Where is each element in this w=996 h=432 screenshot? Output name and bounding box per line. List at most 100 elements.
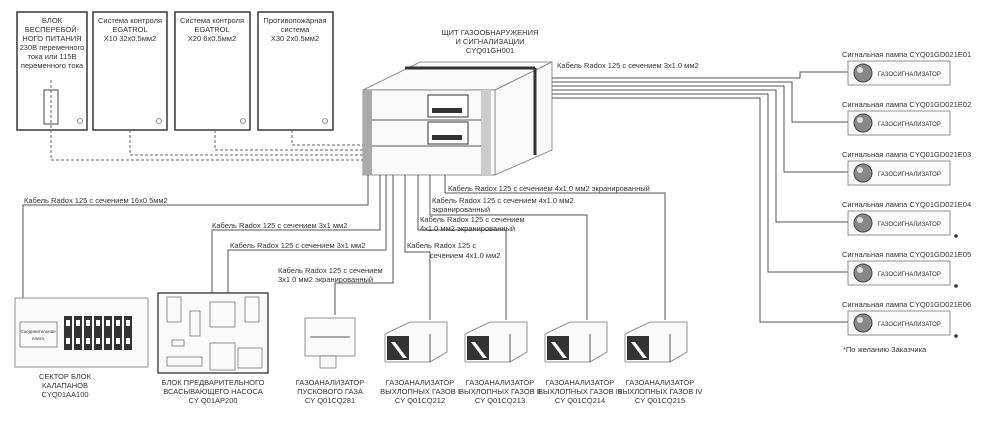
- ups-label: БЕСПЕРЕБОЙ-: [25, 25, 80, 34]
- panel-label: И СИГНАЛИЗАЦИИ: [455, 37, 524, 46]
- valve-window: [76, 320, 80, 326]
- valve-window: [86, 338, 90, 344]
- cable-label-start-gas: Кабель Radox 125 с сечением: [278, 266, 383, 275]
- plate-label: Соединительная: [20, 329, 56, 334]
- valve-block: [64, 316, 72, 350]
- cable-label-pump: Кабель Radox 125 с сечением 3x1 мм2: [212, 221, 347, 230]
- lamp-text: ГАЗОСИГНАЛИЗАТОР: [878, 222, 941, 228]
- device-label: ГАЗОАНАЛИЗАТОР: [386, 378, 455, 387]
- lamp-bulb-icon: [853, 163, 873, 183]
- device-label: ГАЗОАНАЛИЗАТОР: [546, 378, 615, 387]
- valve-block: [94, 316, 102, 350]
- signal-lamp: Сигнальная лампа CYQ01GD021E05ГАЗОСИГНАЛ…: [842, 250, 971, 288]
- plate-label: плата: [32, 336, 44, 341]
- lamp-highlight: [857, 317, 863, 323]
- cable-label-exhaust: Кабель Radox 125 с сечением 4x1.0 мм2 эк…: [448, 184, 650, 193]
- box-label: X20 6x0.5мм2: [188, 34, 236, 43]
- valve-window: [96, 320, 100, 326]
- lamp-cable: [552, 71, 848, 79]
- valve-window: [96, 338, 100, 344]
- analyzer-gland: [319, 355, 337, 369]
- valve-window: [106, 320, 110, 326]
- cable-label-exhaust: сечением 4x1.0 мм2: [430, 251, 500, 260]
- lamp-highlight: [857, 117, 863, 123]
- valve-sector: Соединительная плата СЕКТОР БЛОК КАЛАПАН…: [14, 297, 149, 399]
- lamp-label: Сигнальная лампа CYQ01GD021E04: [842, 200, 971, 209]
- ups-label: БЛОК: [42, 16, 63, 25]
- fire-system-box: Противопожарная система X30 2x0.5мм2: [257, 11, 334, 131]
- cable-label-exhaust: Кабель Radox 125 с сечением 4x1.0 мм2: [432, 196, 574, 205]
- lamp-text: ГАЗОСИГНАЛИЗАТОР: [878, 322, 941, 328]
- valve-block: [104, 316, 112, 350]
- device-label: CYQ01AA100: [41, 390, 88, 399]
- lamp-label: Сигнальная лампа CYQ01GD021E03: [842, 150, 971, 159]
- ups-label: тока или 115В: [27, 52, 76, 61]
- cable-label-exhaust: 4x1.0 мм2 экранированный: [420, 224, 515, 233]
- lamp-bulb-icon: [853, 213, 873, 233]
- device-label: CY Q01CQ213: [475, 396, 525, 405]
- lamp-cable: [552, 89, 848, 223]
- lamp-cable: [552, 85, 848, 173]
- device-label: ВСАСЫВАЮЩЕГО НАСОСА: [163, 387, 262, 396]
- lamp-bulb-icon: [853, 113, 873, 133]
- valve-window: [76, 338, 80, 344]
- signal-lamp: Сигнальная лампа CYQ01GD021E01ГАЗОСИГНАЛ…: [842, 50, 971, 86]
- screw-icons: [77, 118, 328, 124]
- cable-label-exhaust: экранированный: [432, 205, 490, 214]
- cable-label-lamps: Кабель Radox 125 с сечением 3x1.0 мм2: [557, 61, 699, 70]
- lamp-text: ГАЗОСИГНАЛИЗАТОР: [878, 122, 941, 128]
- valve-window: [116, 320, 120, 326]
- valve-block: [74, 316, 82, 350]
- device-label: ПУСКОВОГО ГАЗА: [297, 387, 363, 396]
- device-label: ВЫХЛОПНЫХ ГАЗОВ I: [380, 387, 460, 396]
- lamp-highlight: [857, 267, 863, 273]
- device-label: CY Q01CQ212: [395, 396, 445, 405]
- signal-lamp: Сигнальная лампа CYQ01GD021E04ГАЗОСИГНАЛ…: [842, 200, 971, 238]
- device-label: CY Q01AP200: [188, 396, 237, 405]
- box-label: Система контроля: [98, 16, 162, 25]
- valve-window: [126, 320, 130, 326]
- lamp-cable: [552, 93, 848, 273]
- valve-window: [126, 338, 130, 344]
- signal-lamps: Сигнальная лампа CYQ01GD021E01ГАЗОСИГНАЛ…: [842, 50, 971, 338]
- lamp-text: ГАЗОСИГНАЛИЗАТОР: [878, 172, 941, 178]
- ups-box: БЛОК БЕСПЕРЕБОЙ- НОГО ПИТАНИЯ 230В перем…: [16, 11, 88, 131]
- valve-window: [66, 320, 70, 326]
- lamp-label: Сигнальная лампа CYQ01GD021E05: [842, 250, 971, 259]
- device-label: ГАЗОАНАЛИЗАТОР: [466, 378, 535, 387]
- bottom-cables: [22, 175, 666, 320]
- lamp-bulb-icon: [853, 313, 873, 333]
- box-label: EGATROL: [112, 25, 147, 34]
- lamp-text: ГАЗОСИГНАЛИЗАТОР: [878, 272, 941, 278]
- box-label: Система контроля: [180, 16, 244, 25]
- egatrol-x20-box: Система контроля EGATROL X20 6x0.5мм2: [174, 11, 251, 131]
- cable-label-exhaust: Кабель Radox 125 с сечением: [420, 215, 525, 224]
- lamp-bulb-icon: [853, 263, 873, 283]
- ups-label: НОГО ПИТАНИЯ: [22, 34, 81, 43]
- lamp-highlight: [857, 67, 863, 73]
- device-label: ГАЗОАНАЛИЗАТОР: [626, 378, 695, 387]
- device-label: CY Q01CQ281: [305, 396, 355, 405]
- device-label: КАЛАПАНОВ: [42, 381, 88, 390]
- lamp-bulb-icon: [853, 63, 873, 83]
- pump-unit: БЛОК ПРЕДВАРИТЕЛЬНОГО ВСАСЫВАЮЩЕГО НАСОС…: [157, 292, 269, 405]
- cable-label-valves: Кабель Radox 125 с сечением 16x0.5мм2: [24, 196, 168, 205]
- valve-window: [66, 338, 70, 344]
- device-label: ВЫХЛОПНЫХ ГАЗОВ III: [538, 387, 622, 396]
- valve-block: [124, 316, 132, 350]
- valve-window: [116, 338, 120, 344]
- valve-window: [106, 338, 110, 344]
- lamp-highlight: [857, 217, 863, 223]
- signal-lamp: Сигнальная лампа CYQ01GD021E03ГАЗОСИГНАЛ…: [842, 150, 971, 186]
- device-label: ВЫХЛОПНЫХ ГАЗОВ IV: [618, 387, 703, 396]
- signal-lamp: Сигнальная лампа CYQ01GD021E06ГАЗОСИГНАЛ…: [842, 300, 971, 338]
- device-label: БЛОК ПРЕДВАРИТЕЛЬНОГО: [162, 378, 265, 387]
- terminal-dot: [954, 234, 958, 238]
- panel-label: CYQ01GH001: [466, 46, 514, 55]
